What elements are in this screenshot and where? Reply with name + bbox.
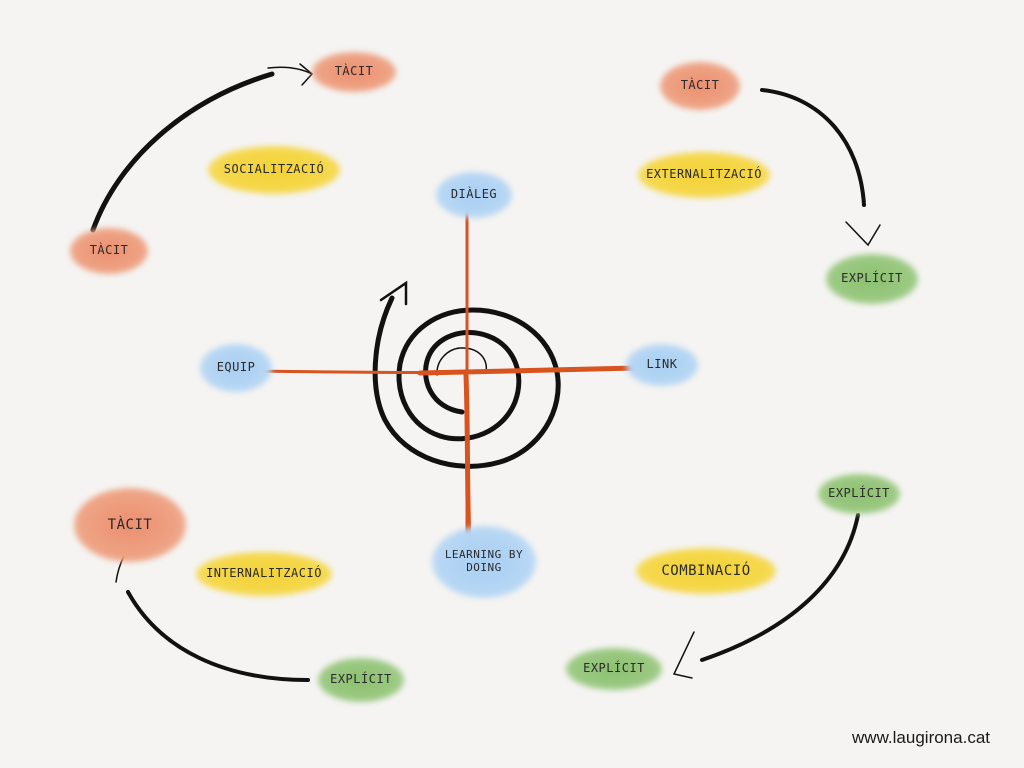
label-equip: EQUIP [200,344,272,392]
arrow-externalization [760,88,866,207]
arrow-internalization [126,590,310,682]
arrow-externalization-head [845,221,881,247]
arrow-combination-head [672,631,695,679]
arrow-combination [700,513,860,662]
label-tacit-bottom-left: TÀCIT [74,488,186,562]
label-link: LINK [626,344,698,386]
label-tacit-left: TÀCIT [70,228,148,274]
label-socialization: SOCIALITZACIÓ [208,146,340,194]
arrow-socialization [90,71,275,233]
label-explicit-bottom-left: EXPLÍCIT [318,658,404,702]
spiral-head [379,280,408,306]
label-tacit-top-left: TÀCIT [312,52,396,92]
label-externalization: EXTERNALITZACIÓ [638,152,770,198]
center-spiral [372,295,561,469]
label-explicit-right-lower: EXPLÍCIT [818,474,900,514]
label-dialeg: DIÀLEG [436,172,512,218]
website-credit: www.laugirona.cat [852,728,990,747]
label-tacit-top-right: TÀCIT [660,62,740,110]
label-internalization: INTERNALITZACIÓ [196,552,332,596]
arrow-socialization-head [267,66,313,75]
label-learning-by-doing: LEARNING BY DOING [432,526,536,598]
label-explicit-bottom-right: EXPLÍCIT [566,648,662,690]
label-explicit-right: EXPLÍCIT [826,254,918,304]
label-combination: COMBINACIÓ [636,548,776,594]
